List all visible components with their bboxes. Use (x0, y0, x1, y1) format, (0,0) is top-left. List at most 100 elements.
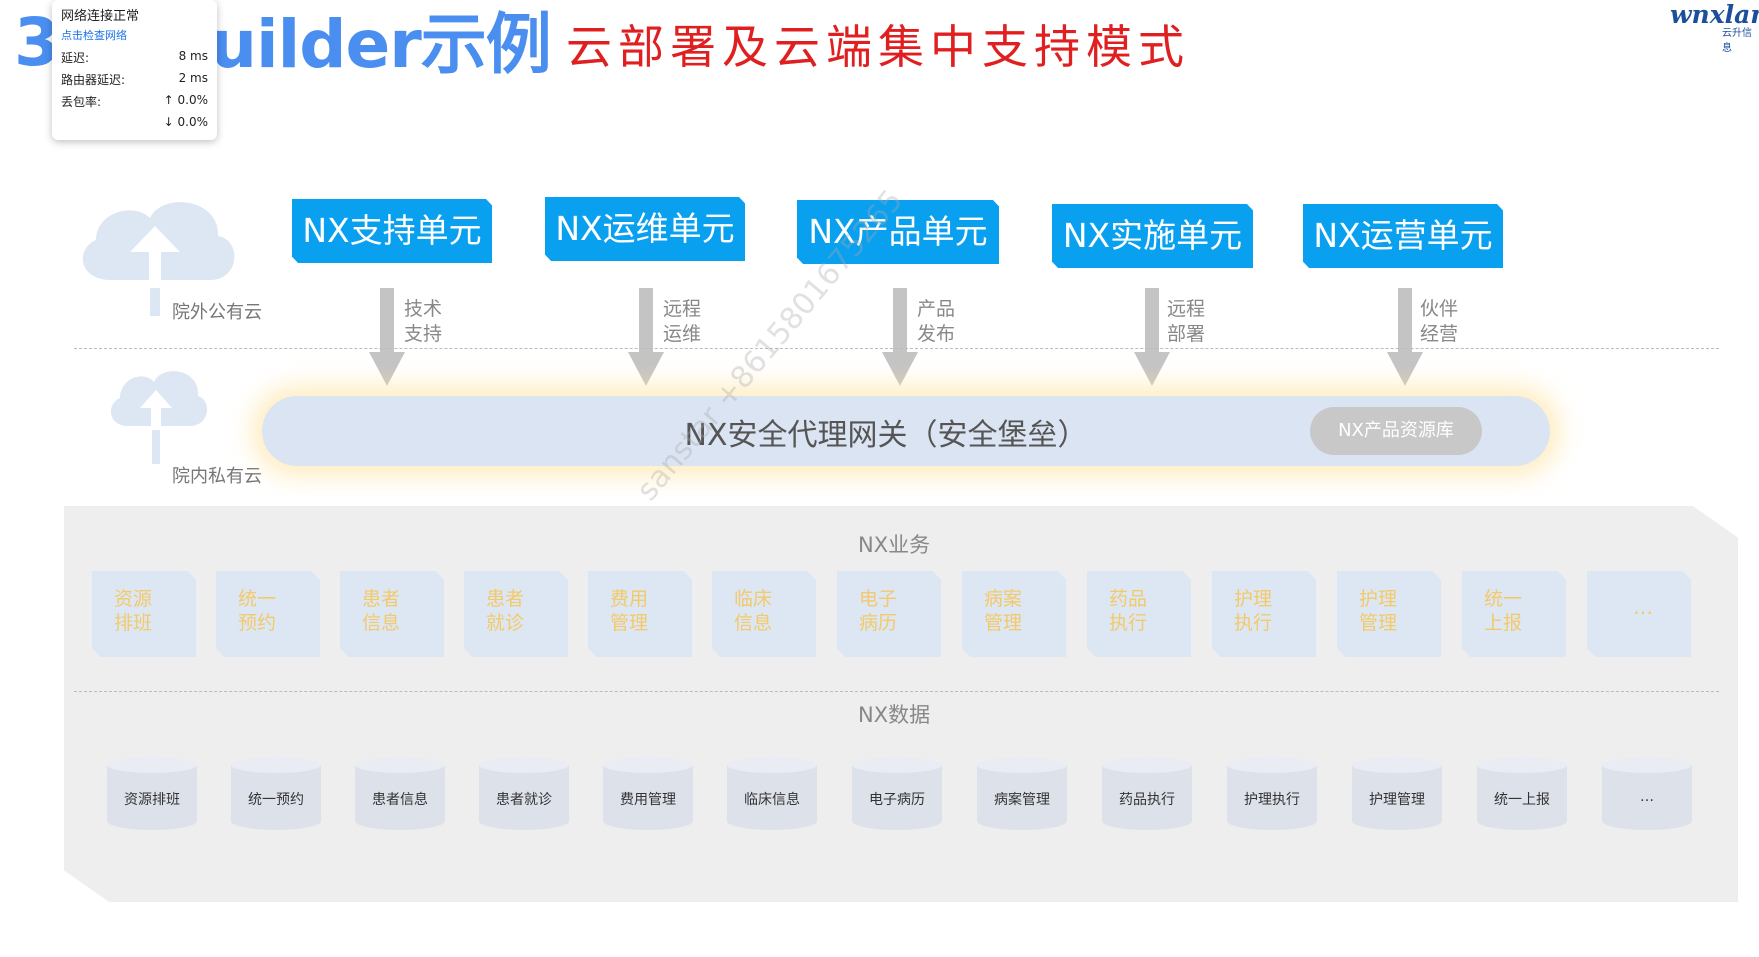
database-icon (355, 757, 445, 830)
arrow-label-implementation: 远程部署 (1167, 298, 1206, 345)
business-tile-label: 护理执行 (1234, 588, 1273, 634)
business-tile-label: 临床信息 (734, 588, 773, 634)
business-tile-label: 患者信息 (362, 588, 401, 634)
company-logo: wnxlanc 云升信息 (1664, 0, 1759, 54)
database-cylinder: 资源排班 (106, 757, 198, 831)
logo-subtext: 云升信息 (1722, 28, 1752, 54)
product-repository-pill: NX产品资源库 (1310, 407, 1482, 455)
unit-operation: NX运营单元 (1303, 204, 1503, 268)
business-tile-label: 统一预约 (238, 588, 277, 634)
business-tile: 统一预约 (216, 571, 320, 657)
network-status-text: 网络连接正常 (61, 9, 140, 24)
database-icon (479, 757, 569, 830)
database-label: 护理管理 (1369, 792, 1425, 808)
database-label: … (1640, 789, 1654, 805)
database-cylinder: 临床信息 (726, 757, 818, 831)
security-gateway: NX安全代理网关（安全堡垒） NX产品资源库 (262, 396, 1550, 466)
arrow-label-support: 技术支持 (404, 298, 443, 345)
business-section-label: NX业务 (858, 533, 931, 557)
business-tile: … (1587, 571, 1691, 657)
database-label: 资源排班 (124, 792, 180, 808)
arrow-label-ops: 远程运维 (663, 298, 702, 345)
business-tile: 护理管理 (1337, 571, 1441, 657)
database-cylinder: 电子病历 (851, 757, 943, 831)
business-tile: 病案管理 (962, 571, 1066, 657)
unit-ops: NX运维单元 (545, 197, 745, 261)
private-cloud-label: 院内私有云 (172, 466, 262, 487)
database-label: 费用管理 (620, 792, 676, 808)
database-cylinder: 患者信息 (354, 757, 446, 831)
zone-divider (74, 348, 1719, 349)
title-main: uilder示例 (210, 6, 552, 83)
database-label: 病案管理 (994, 792, 1050, 808)
database-cylinder: 药品执行 (1101, 757, 1193, 831)
business-tile-label: 统一上报 (1484, 588, 1523, 634)
private-cloud-icon (110, 371, 208, 464)
database-label: 临床信息 (744, 792, 800, 808)
business-tile-label: 费用管理 (610, 588, 649, 634)
database-cylinder: 病案管理 (976, 757, 1068, 831)
packet-loss-row: 丢包率:↑ 0.0% (61, 93, 208, 109)
public-cloud-icon (82, 202, 235, 316)
database-icon (603, 757, 693, 830)
check-network-link[interactable]: 点击检查网络 (61, 29, 127, 42)
arrow-label-product: 产品发布 (917, 298, 956, 345)
database-label: 电子病历 (869, 792, 925, 808)
database-label: 患者就诊 (496, 792, 552, 808)
business-tile-label: 电子病历 (859, 588, 898, 634)
data-section-label: NX数据 (858, 703, 931, 727)
database-cylinder: 统一上报 (1476, 757, 1568, 831)
unit-support: NX支持单元 (292, 199, 492, 263)
database-icon (1352, 757, 1442, 830)
arrow-down-icon (882, 288, 918, 386)
database-cylinder: 统一预约 (230, 757, 322, 831)
database-icon (727, 757, 817, 830)
database-label: 药品执行 (1119, 792, 1175, 808)
business-tile: 患者信息 (340, 571, 444, 657)
unit-implementation: NX实施单元 (1052, 204, 1253, 268)
database-icon (977, 757, 1067, 830)
business-tile-label: 患者就诊 (486, 588, 525, 634)
database-label: 统一预约 (248, 792, 304, 808)
business-tile-label: 药品执行 (1109, 588, 1148, 634)
router-latency-row: 路由器延迟:2 ms (61, 71, 208, 87)
latency-row: 延迟:8 ms (61, 49, 208, 65)
business-tile: 临床信息 (712, 571, 816, 657)
database-label: 统一上报 (1494, 792, 1550, 808)
business-tile: 费用管理 (588, 571, 692, 657)
database-icon (1477, 757, 1567, 830)
unit-product: NX产品单元 (797, 200, 999, 264)
arrow-down-icon (369, 288, 405, 386)
database-icon (1227, 757, 1317, 830)
business-tile: 护理执行 (1212, 571, 1316, 657)
network-status-popup: 网络连接正常 点击检查网络 延迟:8 ms 路由器延迟:2 ms 丢包率:↑ 0… (52, 0, 217, 140)
database-icon (1102, 757, 1192, 830)
database-cylinder: 护理管理 (1351, 757, 1443, 831)
arrow-down-icon (628, 288, 664, 386)
arrow-down-icon (1134, 288, 1170, 386)
database-cylinder: 患者就诊 (478, 757, 570, 831)
business-tile-label: 护理管理 (1359, 588, 1398, 634)
database-icon (231, 757, 321, 830)
database-label: 患者信息 (372, 792, 428, 808)
database-icon (1602, 757, 1692, 830)
business-tile-label: 病案管理 (984, 588, 1023, 634)
packet-loss-down-row: ↓ 0.0% (163, 115, 208, 129)
business-tile: 药品执行 (1087, 571, 1191, 657)
business-tile-label: … (1633, 595, 1653, 619)
business-tile-label: 资源排班 (114, 588, 153, 634)
gateway-title: NX安全代理网关（安全堡垒） (684, 418, 1088, 453)
business-tile: 资源排班 (92, 571, 196, 657)
public-cloud-label: 院外公有云 (172, 302, 262, 323)
title-subtitle: 云部署及云端集中支持模式 (566, 20, 1190, 74)
arrow-label-operation: 伙伴经营 (1420, 298, 1459, 345)
business-data-divider (74, 691, 1719, 692)
business-tile: 统一上报 (1462, 571, 1566, 657)
database-cylinder: 护理执行 (1226, 757, 1318, 831)
business-tile: 患者就诊 (464, 571, 568, 657)
arrow-down-icon (1387, 288, 1423, 386)
database-cylinder: … (1601, 757, 1693, 831)
business-tile: 电子病历 (837, 571, 941, 657)
database-cylinder: 费用管理 (602, 757, 694, 831)
database-icon (107, 757, 197, 830)
